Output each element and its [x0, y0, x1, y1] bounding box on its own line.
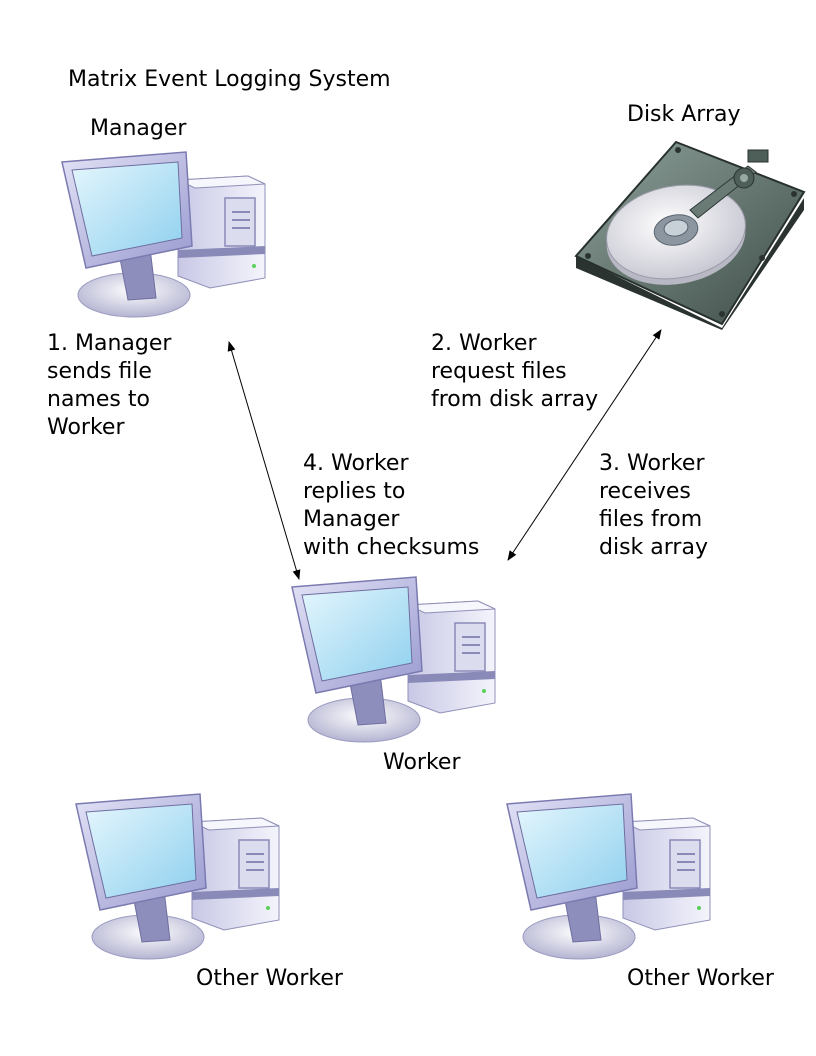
desktop-computer-icon	[291, 576, 496, 743]
disk-array-label: Disk Array	[627, 102, 741, 127]
manager-label: Manager	[90, 116, 187, 141]
step-4-line: replies to	[303, 479, 406, 504]
step-4-line: 4. Worker	[303, 451, 409, 476]
desktop-computer-icon	[75, 793, 280, 960]
step-4-line: Manager	[303, 507, 400, 532]
hard-disk-icon	[574, 140, 806, 330]
step-1-label: 1. Manager sends file names to Worker	[47, 330, 171, 442]
manager-worker-arrow	[227, 341, 301, 580]
step-4-line: with checksums	[303, 535, 480, 560]
other-worker-right-label: Other Worker	[627, 966, 774, 991]
step-4-label: 4. Worker replies to Manager with checks…	[303, 450, 479, 562]
desktop-computer-icon	[506, 793, 711, 960]
other-worker-left-label: Other Worker	[196, 966, 343, 991]
manager-computer	[60, 150, 270, 324]
step-1-line: 1. Manager	[47, 331, 172, 356]
other-worker-left-computer	[74, 792, 284, 966]
diagram-title: Matrix Event Logging System	[68, 67, 391, 92]
worker-disk-arrow	[507, 329, 662, 561]
other-worker-right-computer	[505, 792, 715, 966]
step-1-line: Worker	[47, 415, 125, 440]
worker-computer	[290, 575, 500, 749]
step-1-line: sends file	[47, 359, 152, 384]
disk-array	[572, 138, 808, 334]
desktop-computer-icon	[61, 151, 266, 318]
step-1-line: names to	[47, 387, 150, 412]
worker-label: Worker	[383, 750, 461, 775]
